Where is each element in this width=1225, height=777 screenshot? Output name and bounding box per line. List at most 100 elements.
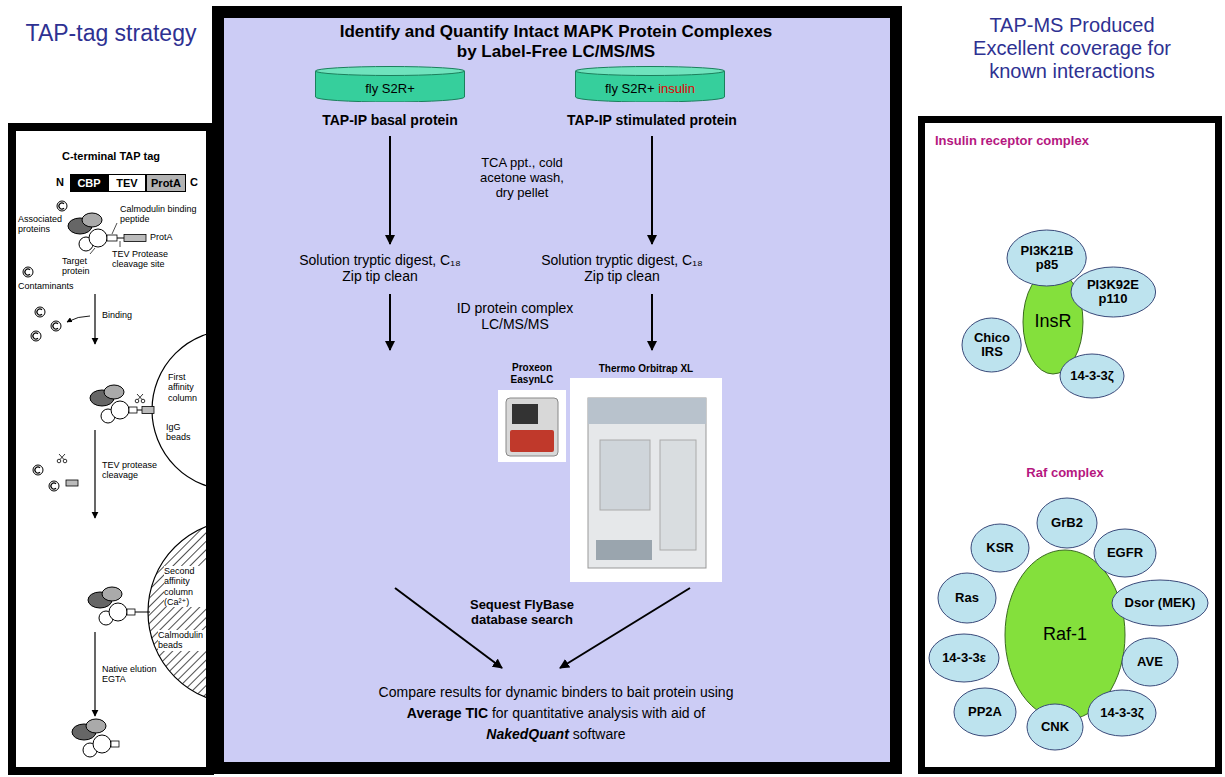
partner-ellipse: PI3K21B p85 [1006,229,1087,287]
panel-heading: Identify and Quantify Intact MAPK Protei… [336,22,776,61]
contaminant-symbol [33,465,43,475]
flow-arrow [389,136,391,244]
caption-text: for quantitative analysis with aid of [492,705,705,721]
ellipse-outline [971,524,1029,572]
cbp-tag [107,235,117,241]
caption-block: Compare results for dynamic binders to b… [276,682,836,744]
tag-link [135,612,150,613]
flow-arrow [560,588,690,668]
ellipse-outline [1071,267,1156,317]
partner-ellipse: Ras [937,572,997,624]
text-label: Solution tryptic digest, C₁₈ Zip tip cle… [532,252,712,284]
caption-line: Compare results for dynamic binders to b… [276,682,836,703]
contaminant-symbol [31,331,41,341]
ms-panel [600,440,650,510]
text-label: ID protein complex LC/MS/MS [448,300,583,332]
scissors-symbol [135,394,145,403]
ellipse-outline [1027,704,1083,750]
ellipse-outline [1122,638,1178,686]
tag-box: TEV [108,174,146,192]
ms-base [596,540,652,560]
ellipse-outline [954,688,1016,736]
prota-tag [142,407,154,414]
partner-ellipse: KSR [970,523,1030,573]
sample-cylinder: fly S2R+ [315,66,465,102]
partner-ellipse: Dsor (MEK) [1111,579,1209,627]
protein-complex [88,587,127,625]
ellipse-label: EGFR [1107,546,1143,560]
text-label: N [56,176,68,189]
text-label: C [190,176,202,189]
text-label: Native elution EGTA [102,664,164,685]
cylinder-top [576,67,725,76]
panel-box: TAP-MS Produced Excellent coverage for k… [918,116,1222,774]
caption-text: NakedQuant [486,726,568,742]
ellipse-outline [1037,498,1097,548]
ellipse-label: 14-3-3ε [942,651,986,665]
photo-ground [570,378,722,582]
tev-site [137,410,142,411]
cylinder-top [316,67,465,76]
partner-ellipse: Chico IRS [961,317,1022,373]
ms-top [588,398,706,424]
leader-line [90,248,95,254]
protein-complex [68,213,107,251]
text-label: TEV protease cleavage [102,460,160,481]
ellipse-label: PP2A [968,705,1002,719]
text-label: First affinity column [168,372,206,403]
text-label: Proxeon EasynLC [502,362,562,385]
ms-panel [660,440,696,550]
caption-text: Average TIC [407,705,488,721]
step-arrow [94,294,95,344]
caption-line: NakedQuant software [276,724,836,745]
text-label: Target protein [62,256,106,277]
partner-ellipse: CNK [1026,703,1084,751]
scissors-symbol [57,454,67,463]
caption-text: software [573,726,626,742]
contaminant-symbol [23,267,33,277]
contaminant-symbol [57,201,67,211]
workflow-illustration [224,18,890,762]
flow-arrow [651,136,653,244]
partner-ellipse: 14-3-3ζ [1059,353,1125,399]
flow-arrow [651,294,653,350]
partner-ellipse: AVE [1121,637,1179,687]
text-label: Raf complex [965,466,1165,481]
ellipse-label: Ras [955,591,979,605]
flow-arrow [389,294,391,350]
step-arrow [94,632,95,716]
ellipse-label: AVE [1137,655,1163,669]
panel-heading: TAP-MS Produced Excellent coverage for k… [952,14,1192,83]
text-label: TAP-IP stimulated protein [537,112,767,128]
prota-tag [124,235,146,242]
lc-screen [512,404,538,424]
ellipse-label: InsR [1034,312,1071,332]
caption-text: Compare results for dynamic binders to b… [379,684,734,700]
text-label: TCA ppt., cold acetone wash, dry pellet [470,156,575,201]
leader-line [112,223,117,234]
text-label: Contaminants [18,281,88,291]
partner-ellipse: 14-3-3ε [928,633,1000,683]
ellipse-outline [1094,529,1156,577]
ms-instrument [588,398,706,568]
ellipse-label: Dsor (MEK) [1125,596,1196,610]
cylinder-text: fly S2R+insulin [575,76,725,102]
igg-column [152,330,206,490]
tag-box: ProtA [146,174,186,192]
ellipse-label: 14-3-3ζ [1070,369,1114,383]
calmodulin-column [148,520,206,704]
sample-label: fly S2R+ [365,82,415,97]
caption-line: Average TICfor quantitative analysis wit… [276,703,836,724]
tag-box: CBP [70,174,108,192]
cbp-tag [127,609,135,615]
text-label: ProtA [150,232,190,242]
partner-ellipse: PP2A [953,687,1017,737]
sample-label: fly S2R+ [605,82,655,97]
tag-label: TEV [116,177,137,190]
panel-box: TAP-tag strategyCBPTEVProtAC-terminal TA… [8,123,214,775]
ellipse-label: CNK [1041,720,1069,734]
ellipse-label: Chico IRS [970,331,1014,360]
leader-line [120,241,121,247]
sample-cylinder: fly S2R+insulin [575,66,725,102]
